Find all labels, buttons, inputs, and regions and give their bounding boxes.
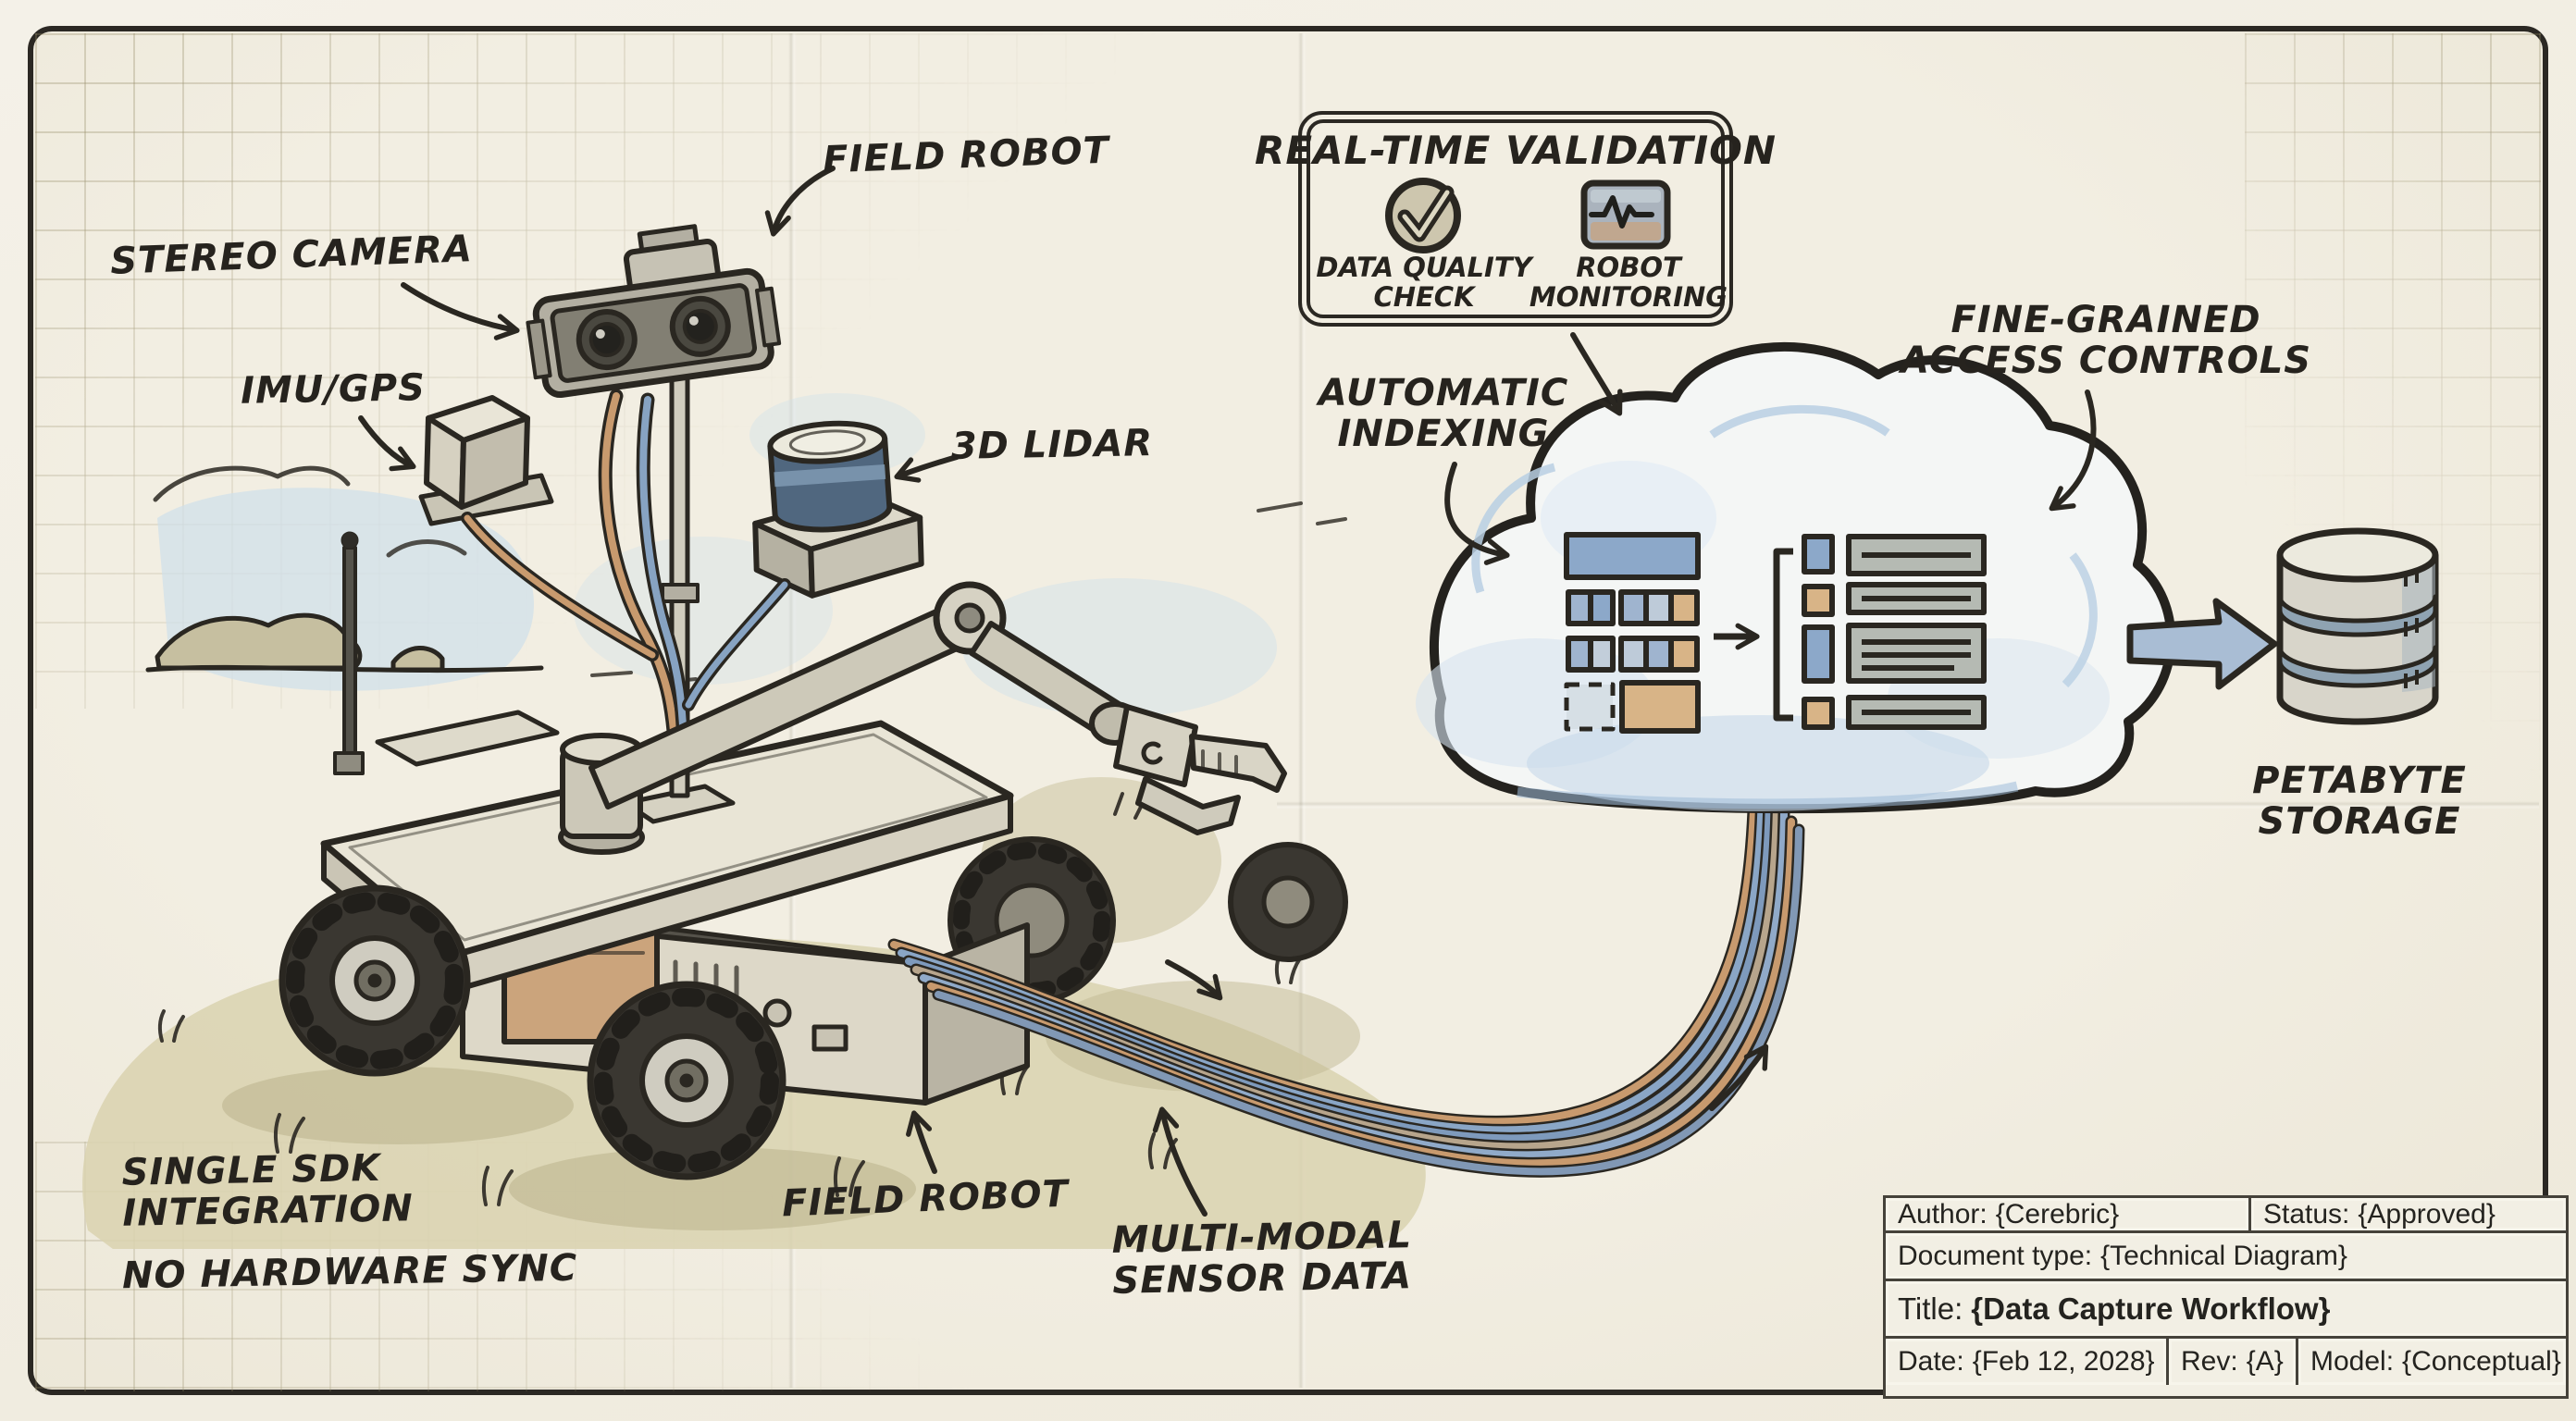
indexed-list (1773, 534, 1987, 730)
arrow-access-controls-icon (2049, 389, 2097, 512)
title-block-status-cell: Status: {Approved} (2251, 1198, 2566, 1230)
model-value: {Conceptual} (2402, 1346, 2561, 1377)
rev-label: Rev: (2181, 1346, 2238, 1377)
real-time-validation-panel (1298, 111, 1733, 327)
robot-monitoring-label: ROBOT MONITORING (1529, 252, 1728, 313)
title-block-title-cell: Title: {Data Capture Workflow} (1886, 1281, 2566, 1336)
arrow-field-robot-top-icon (764, 166, 836, 237)
label-single-sdk: SINGLE SDK INTEGRATION (121, 1146, 415, 1235)
label-imu-gps: IMU/GPS (240, 366, 427, 413)
check-circle-icon (1385, 178, 1461, 253)
data-quality-check-label: DATA QUALITY CHECK (1316, 252, 1532, 313)
sensor-cable-bundle (887, 773, 1805, 1178)
wheel-rear-left (587, 981, 786, 1180)
arrow-cable-up-icon (1709, 1044, 1769, 1111)
arrow-lidar-icon (894, 454, 960, 483)
robot-monitor-icon (1580, 179, 1671, 250)
title-value: {Data Capture Workflow} (1971, 1291, 2331, 1326)
label-automatic-indexing: AUTOMATIC INDEXING (1318, 372, 1569, 455)
label-3d-lidar: 3D LIDAR (950, 422, 1154, 468)
label-field-robot-bottom: FIELD ROBOT (781, 1172, 1070, 1226)
indexing-blocks (1564, 532, 1701, 734)
title-label: Title: (1898, 1291, 1963, 1326)
rev-value: {A} (2246, 1346, 2284, 1377)
field-robot-illustration (279, 224, 1348, 1180)
label-field-robot-top: FIELD ROBOT (822, 129, 1110, 182)
database-icon (2276, 527, 2439, 725)
author-label: Author: (1898, 1198, 1988, 1229)
arrow-validation-to-cloud-icon (1570, 332, 1623, 416)
label-fine-grained-access: FINE-GRAINED ACCESS CONTROLS (1900, 299, 2312, 382)
antenna (333, 531, 365, 775)
status-value: {Approved} (2358, 1198, 2496, 1229)
arrow-indexing-icon (1444, 462, 1510, 565)
cloud-to-storage-arrow-icon (2126, 598, 2278, 690)
arrow-cable-flow-icon (1165, 959, 1223, 1001)
arrow-multi-modal-icon (1152, 1106, 1208, 1217)
lidar-unit (752, 420, 924, 599)
arrow-field-robot-bottom-icon (906, 1110, 937, 1174)
arrow-stereo-camera-icon (401, 282, 520, 340)
doctype-value: {Technical Diagram} (2100, 1240, 2347, 1271)
status-label: Status: (2263, 1198, 2350, 1229)
bracket-icon (1773, 548, 1793, 722)
label-no-hardware-sync: NO HARDWARE SYNC (121, 1246, 578, 1298)
arrow-imu-gps-icon (358, 415, 416, 472)
wheel-front-left (279, 884, 471, 1077)
robotic-arm (558, 581, 1287, 855)
doctype-label: Document type: (1898, 1240, 2093, 1271)
stereo-camera-unit (526, 224, 782, 399)
author-value: {Cerebric} (1995, 1198, 2120, 1229)
title-block-author-cell: Author: {Cerebric} (1886, 1198, 2251, 1230)
validation-panel-title: REAL-TIME VALIDATION (1255, 127, 1777, 173)
panel-inner-border (1307, 119, 1725, 318)
label-multi-modal: MULTI-MODAL SENSOR DATA (1111, 1214, 1413, 1303)
title-block: Author: {Cerebric} Status: {Approved} Do… (1883, 1195, 2569, 1399)
date-value: {Feb 12, 2028} (1972, 1346, 2155, 1377)
mast-cables (461, 389, 791, 749)
wheel-right-rear (1228, 842, 1348, 962)
title-block-date-cell: Date: {Feb 12, 2028} (1886, 1339, 2169, 1385)
title-block-model-cell: Model: {Conceptual} (2298, 1339, 2566, 1385)
title-block-doctype-cell: Document type: {Technical Diagram} (1886, 1233, 2566, 1279)
imu-gps-unit (418, 395, 554, 526)
model-label: Model: (2310, 1346, 2395, 1377)
title-block-rev-cell: Rev: {A} (2169, 1339, 2298, 1385)
date-label: Date: (1898, 1346, 1964, 1377)
paper-crease (1298, 33, 1307, 1388)
label-petabyte-storage: PETABYTE STORAGE (2252, 760, 2467, 843)
